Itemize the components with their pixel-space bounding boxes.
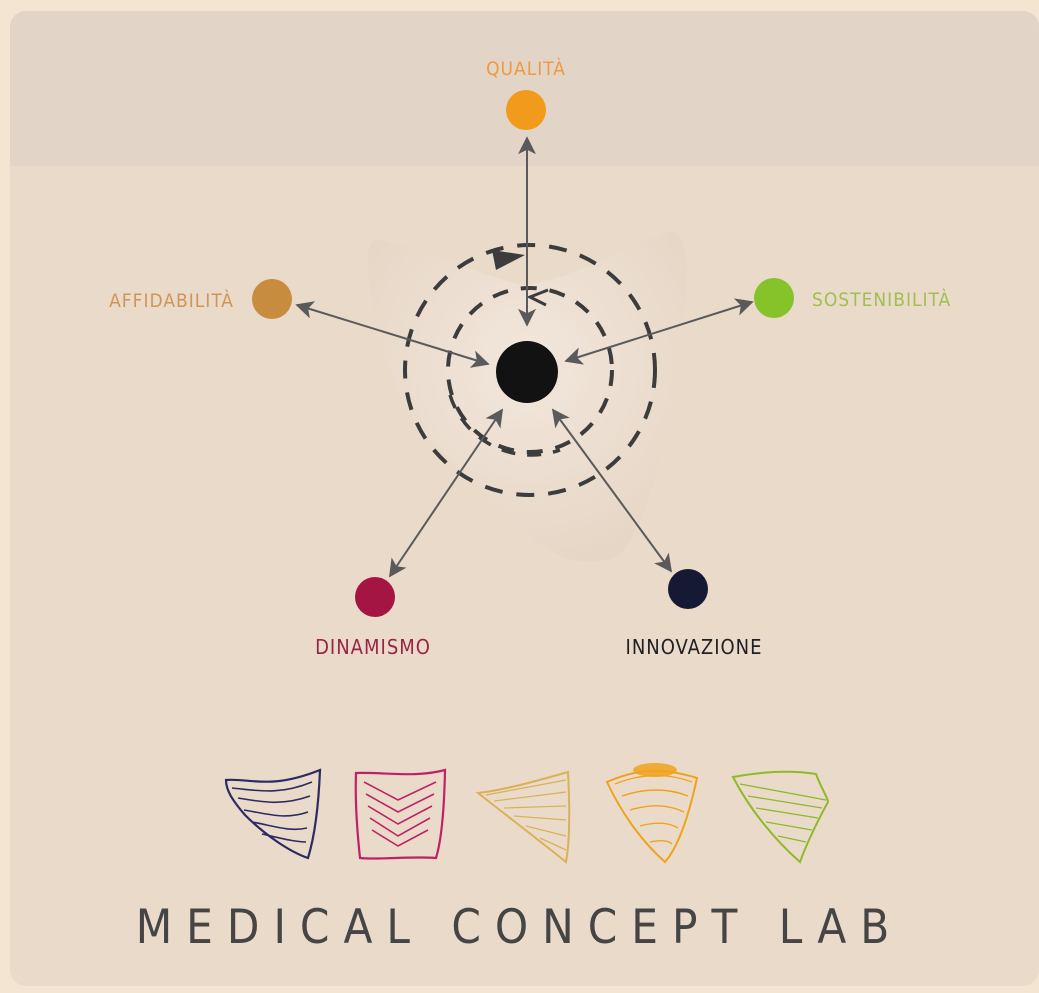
label-dinamismo: DINAMISMO	[315, 635, 431, 659]
node-innovazione	[668, 569, 708, 609]
logo-row	[226, 763, 828, 862]
label-qualita: QUALITÀ	[486, 57, 566, 80]
logo-shape-gold	[478, 772, 569, 862]
logo-shape-navy	[226, 770, 320, 858]
node-dinamismo	[355, 577, 395, 617]
label-innovazione: INNOVAZIONE	[626, 635, 763, 659]
center-node	[496, 341, 558, 403]
logo-shape-orange	[607, 763, 697, 862]
logo-shape-magenta	[356, 770, 445, 859]
label-sostenibilita: SOSTENIBILITÀ	[812, 288, 951, 311]
logo-shape-green	[733, 772, 828, 862]
node-qualita	[506, 90, 546, 130]
node-affidabilita	[252, 279, 292, 319]
ring-arrowhead-outer	[492, 250, 525, 270]
footer-title: MEDICAL CONCEPT LAB	[0, 900, 1039, 955]
node-sostenibilita	[754, 278, 794, 318]
label-affidabilita: AFFIDABILITÀ	[109, 289, 234, 312]
